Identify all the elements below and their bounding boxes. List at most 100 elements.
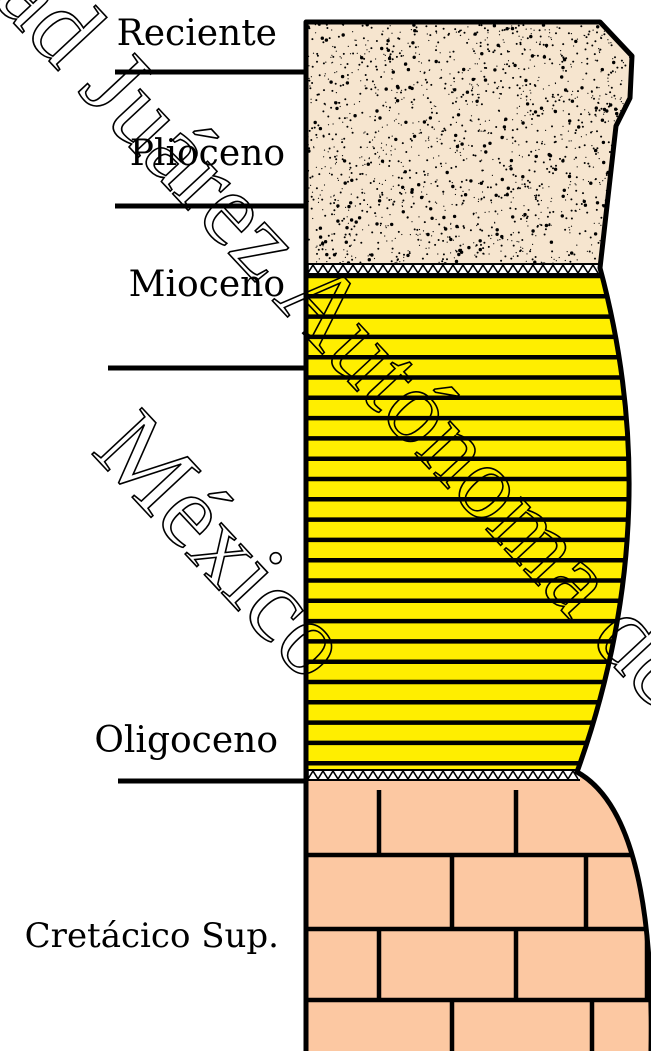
sand-speckle: [386, 39, 389, 42]
sand-speckle: [538, 218, 539, 219]
sand-speckle: [511, 27, 514, 30]
sand-speckle: [452, 102, 454, 104]
sand-speckle: [424, 174, 426, 176]
sand-speckle: [526, 99, 527, 100]
sand-speckle: [521, 94, 522, 95]
sand-speckle: [485, 39, 486, 40]
sand-speckle: [530, 99, 531, 100]
sand-speckle: [452, 116, 454, 118]
sand-speckle: [565, 217, 567, 219]
sand-speckle: [623, 166, 625, 168]
sand-speckle: [350, 235, 351, 236]
sand-speckle: [600, 37, 601, 38]
sand-speckle: [535, 198, 537, 200]
sand-speckle: [457, 253, 460, 256]
sand-speckle: [620, 155, 622, 157]
sand-speckle: [569, 140, 570, 141]
sand-speckle: [417, 81, 419, 83]
sand-speckle: [611, 213, 614, 216]
sand-speckle: [434, 105, 435, 106]
sand-speckle: [548, 186, 549, 187]
sand-speckle: [341, 75, 344, 78]
sand-speckle: [331, 55, 332, 56]
sand-speckle: [356, 40, 357, 41]
sand-speckle: [511, 202, 512, 203]
sand-speckle: [560, 97, 561, 98]
sand-speckle: [532, 113, 534, 115]
sand-speckle: [459, 245, 461, 247]
sand-speckle: [519, 155, 520, 156]
sand-speckle: [323, 136, 325, 138]
sand-speckle: [606, 174, 608, 176]
sand-speckle: [528, 154, 530, 156]
sand-speckle: [461, 181, 463, 183]
sand-speckle: [329, 37, 331, 39]
sand-speckle: [524, 183, 526, 185]
sand-speckle: [473, 213, 475, 215]
sand-speckle: [442, 130, 444, 132]
sand-speckle: [503, 165, 505, 167]
sand-speckle: [526, 261, 527, 262]
sand-speckle: [495, 210, 497, 212]
sand-speckle: [386, 197, 387, 198]
sand-speckle: [612, 29, 613, 30]
sand-speckle: [522, 37, 523, 38]
sand-speckle: [626, 227, 628, 229]
sand-speckle: [622, 230, 623, 231]
sand-speckle: [433, 157, 434, 158]
sand-speckle: [609, 245, 610, 246]
sand-speckle: [530, 92, 531, 93]
sand-speckle: [621, 97, 622, 98]
sand-speckle: [394, 120, 395, 121]
sand-speckle: [521, 239, 523, 241]
sand-speckle: [443, 37, 445, 39]
sand-speckle: [548, 36, 549, 37]
sand-speckle: [592, 95, 593, 96]
sand-speckle: [434, 129, 435, 130]
sand-speckle: [612, 58, 613, 59]
sand-speckle: [541, 183, 543, 185]
sand-speckle: [357, 53, 358, 54]
sand-speckle: [445, 210, 446, 211]
sand-speckle: [541, 113, 543, 115]
sand-speckle: [592, 252, 593, 253]
sand-speckle: [576, 211, 577, 212]
sand-speckle: [540, 107, 543, 110]
sand-speckle: [560, 75, 563, 78]
sand-speckle: [498, 158, 500, 160]
sand-speckle: [392, 69, 393, 70]
sand-speckle: [583, 179, 584, 180]
sand-speckle: [469, 179, 472, 182]
sand-speckle: [536, 42, 537, 43]
sand-speckle: [569, 229, 570, 230]
sand-speckle: [489, 253, 490, 254]
sand-speckle: [308, 65, 309, 66]
sand-speckle: [472, 101, 473, 102]
sand-speckle: [614, 56, 616, 58]
sand-speckle: [403, 55, 404, 56]
sand-speckle: [612, 242, 614, 244]
sand-speckle: [542, 141, 543, 142]
sand-speckle: [398, 160, 400, 162]
sand-speckle: [551, 250, 553, 252]
sand-speckle: [423, 171, 425, 173]
sand-speckle: [480, 244, 482, 246]
sand-speckle: [358, 64, 360, 66]
sand-speckle: [481, 103, 483, 105]
sand-speckle: [565, 260, 566, 261]
sand-speckle: [572, 91, 573, 92]
sand-speckle: [509, 167, 512, 170]
sand-speckle: [481, 24, 483, 26]
sand-speckle: [605, 178, 606, 179]
sand-speckle: [367, 65, 369, 67]
sand-speckle: [355, 205, 356, 206]
sand-speckle: [479, 160, 481, 162]
sand-speckle: [487, 32, 488, 33]
sand-speckle: [564, 88, 567, 91]
sand-speckle: [571, 140, 572, 141]
sand-speckle: [312, 192, 313, 193]
sand-speckle: [608, 42, 609, 43]
sand-speckle: [368, 258, 371, 261]
sand-speckle: [612, 70, 614, 72]
sand-speckle: [398, 184, 400, 186]
